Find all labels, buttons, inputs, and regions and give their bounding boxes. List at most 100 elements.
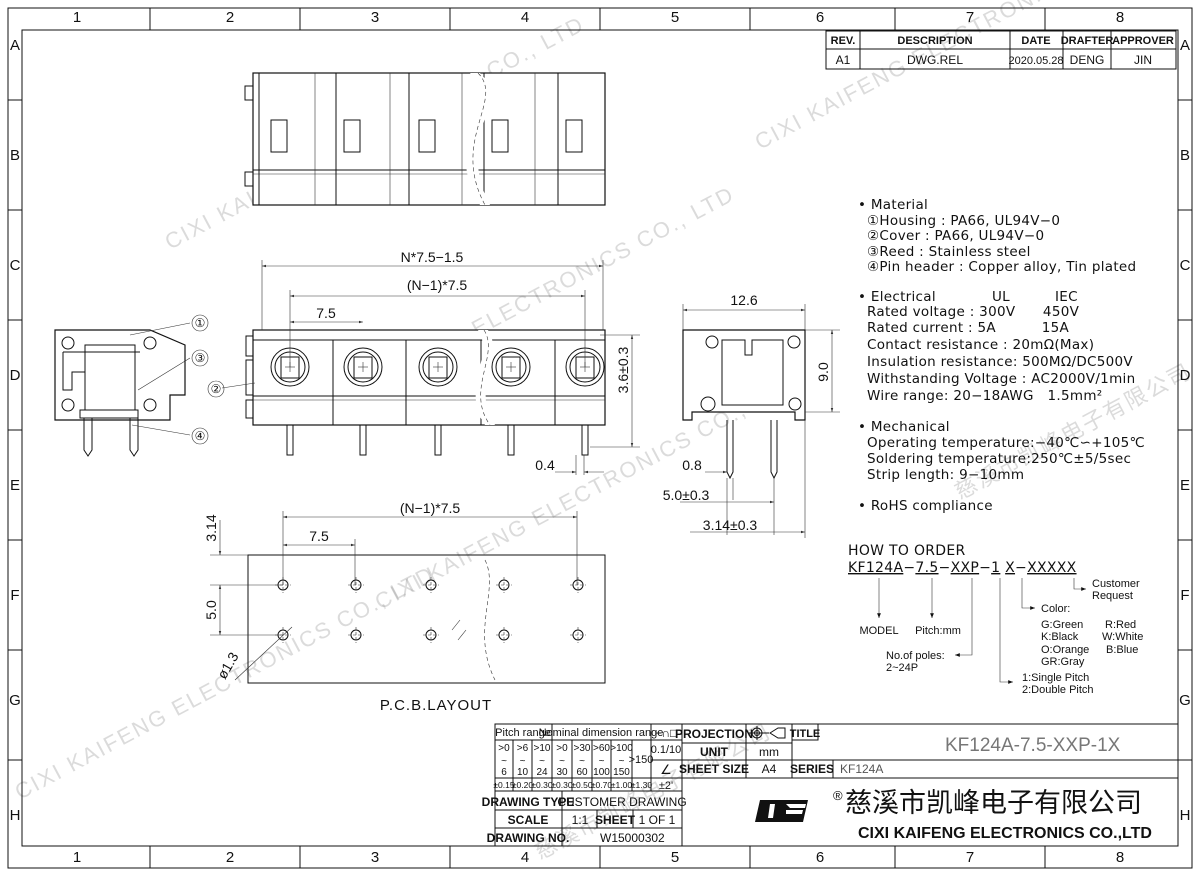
over-150: >150 — [629, 754, 654, 766]
order-title: HOW TO ORDER — [848, 543, 966, 559]
linear-tolerance: 0.1/10 — [651, 744, 682, 756]
range-to: 24 — [536, 767, 548, 778]
callout-2: ② — [211, 382, 222, 396]
dim-pin-length: 3.6±0.3 — [615, 346, 631, 393]
row-label: C — [1180, 257, 1191, 274]
tolerance-value: ±0.70 — [591, 780, 612, 790]
rev-value: A1 — [836, 53, 851, 67]
screw-slot — [353, 356, 373, 379]
approver-header: APPROVER — [1112, 35, 1174, 47]
order-pitch-type: 1:Single Pitch — [1022, 672, 1089, 684]
geometric-symbols: −∩□ — [655, 726, 678, 740]
order-pitch-type: 2:Double Pitch — [1022, 684, 1094, 696]
column-label: 7 — [966, 9, 974, 26]
column-label: 4 — [521, 9, 529, 26]
mechanical-heading: • Mechanical — [858, 419, 950, 435]
material-line: ③Reed : Stainless steel — [867, 244, 1031, 260]
drawing-no-label: DRAWING NO. — [487, 831, 570, 845]
electrical-line: Insulation resistance: 500MΩ/DC500V — [867, 354, 1133, 370]
range-from: >100 — [610, 743, 633, 754]
range-from: >60 — [593, 743, 610, 754]
pcb-dim-rows: 5.0 — [203, 600, 219, 620]
row-label: A — [10, 37, 20, 54]
pcb-layout: (N−1)*7.5 7.5 3.14 5.0 ø1.3 P.C.B.LAYOUT — [203, 500, 606, 714]
row-label: F — [1180, 587, 1189, 604]
electrical-line: Contact resistance : 20mΩ(Max) — [867, 337, 1094, 353]
order-customer: Customer — [1092, 578, 1140, 590]
column-label: 3 — [371, 9, 379, 26]
top-view — [244, 72, 606, 206]
column-label: 5 — [671, 9, 679, 26]
pin — [507, 424, 515, 456]
range-from: >6 — [517, 743, 529, 754]
row-label: G — [1179, 692, 1191, 709]
description-header: DESCRIPTION — [897, 35, 972, 47]
column-label: 8 — [1116, 9, 1124, 26]
range-tilde: ~ — [501, 756, 507, 767]
column-label: 7 — [966, 849, 974, 866]
company-name-en: CIXI KAIFENG ELECTRONICS CO.,LTD — [858, 825, 1152, 842]
projection-symbol-icon — [749, 726, 786, 740]
range-tilde: ~ — [539, 756, 545, 767]
dim-pitch: 7.5 — [316, 305, 336, 321]
dim-pin-thickness: 0.4 — [535, 457, 555, 473]
electrical-heading: • Electrical — [858, 289, 936, 305]
tolerance-value: ±0.30 — [551, 780, 572, 790]
wire-entry-window — [418, 119, 436, 153]
screw-slot — [501, 356, 521, 379]
side-view-right: 12.6 9.0 0.8 5.0±0.3 3.14±0.3 — [663, 292, 840, 538]
pin — [286, 424, 294, 456]
company-name-cn: 慈溪市凯峰电子有限公司 — [845, 788, 1142, 819]
tolerance-value: ±0.15 — [493, 780, 514, 790]
registered-mark: ® — [833, 788, 843, 803]
range-from: >10 — [534, 743, 551, 754]
column-label: 4 — [521, 849, 529, 866]
description-value: DWG.REL — [907, 53, 963, 67]
screw-ring — [343, 347, 383, 387]
pin — [359, 424, 367, 456]
column-label: 5 — [671, 849, 679, 866]
watermark-text: CIXI KAIFENG ELECTRONICS CO., LTD — [751, 0, 1179, 154]
material-line: ①Housing : PA66, UL94V−0 — [867, 213, 1060, 229]
row-label: A — [1180, 37, 1190, 54]
dim-pin-width: 0.8 — [682, 457, 702, 473]
front-view: ② N*7.5−1.5 (N−1)*7.5 7.5 3.6±0.3 0.4 — [207, 249, 640, 475]
drawing-type-label: DRAWING TYPE — [482, 795, 575, 809]
column-label: 1 — [73, 9, 81, 26]
row-label: E — [1180, 477, 1190, 494]
how-to-order: HOW TO ORDER KF124A−7.5−XXP−1 X−XXXXX MO… — [848, 543, 1143, 696]
screw-ring — [418, 347, 458, 387]
pcb-dim-pitch: 7.5 — [309, 528, 329, 544]
color-option: K:Black — [1041, 631, 1079, 643]
wire-entry-window — [270, 119, 288, 153]
title-label: TITLE — [790, 728, 821, 740]
pin — [581, 424, 589, 456]
series-label: SERIES — [790, 762, 834, 776]
revision-table: REV. DESCRIPTION DATE DRAFTER APPROVER A… — [825, 30, 1177, 70]
range-tilde: ~ — [619, 756, 625, 767]
unit-value: mm — [759, 745, 779, 759]
angle-tolerance: ±2' — [659, 780, 673, 792]
sheet-size-label: SHEET SIZE — [679, 762, 749, 776]
wire-entry-window — [565, 119, 583, 153]
column-label: 1 — [73, 849, 81, 866]
order-poles-label: No.of poles: — [886, 650, 945, 662]
range-from: >0 — [556, 743, 568, 754]
range-from: >30 — [574, 743, 591, 754]
dim-pole-span: (N−1)*7.5 — [407, 277, 468, 293]
range-to: 100 — [593, 767, 610, 778]
angle-symbol: ∠ — [660, 762, 672, 777]
unit-label: UNIT — [700, 745, 729, 759]
color-option: W:White — [1102, 631, 1143, 643]
row-label: C — [10, 257, 21, 274]
range-tilde: ~ — [599, 756, 605, 767]
tolerance-value: ±0.50 — [571, 780, 592, 790]
row-label: H — [1180, 807, 1191, 824]
approver-value: JIN — [1134, 53, 1152, 67]
range-to: 30 — [556, 767, 568, 778]
row-label: D — [1180, 367, 1191, 384]
pitch-range-header: Pitch range — [495, 727, 551, 739]
pcb-dim-span: (N−1)*7.5 — [400, 500, 461, 516]
screw-slot — [428, 356, 448, 379]
